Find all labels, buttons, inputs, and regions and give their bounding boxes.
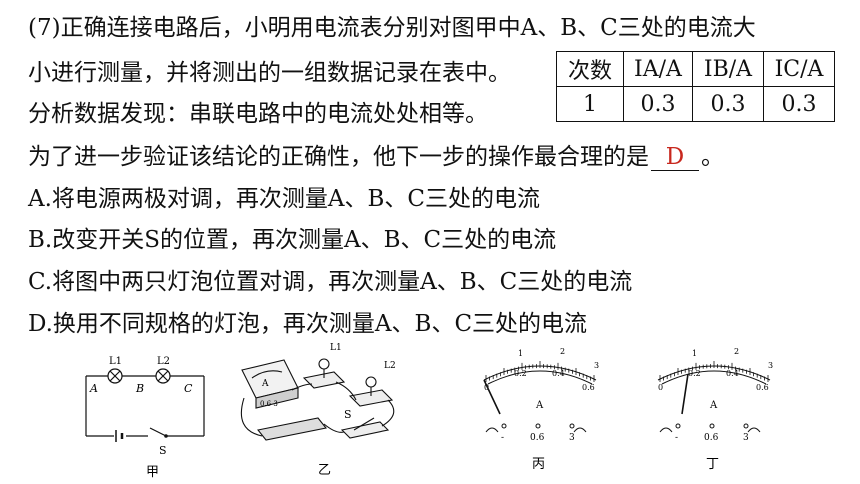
tick-top: 2 [560, 347, 565, 356]
question-line-2: 小进行测量，并将测出的一组数据记录在表中。 [28, 60, 511, 86]
tick-bottom: 0.4 [552, 369, 565, 378]
physical-circuit-yi: A 0.6 3 L1 L2 S 乙 [240, 343, 396, 478]
option-b: B.改变开关S的位置，再次测量A、B、C三处的电流 [28, 227, 557, 253]
table-cell: 0.3 [763, 86, 835, 122]
unit-a: A [709, 400, 718, 411]
label-a: A [89, 382, 98, 395]
tick-bottom: 0.2 [688, 369, 701, 378]
table-header: IC/A [763, 51, 835, 87]
tick-bottom: 0.2 [514, 369, 527, 378]
ammeter-dial-bing: 1 2 3 0 0.2 0.4 0.6 A - 0.6 3 丙 [483, 347, 599, 472]
table-cell: 1 [556, 86, 624, 122]
meter-scale: 0.6 3 [260, 400, 278, 408]
answer-blank: D [651, 144, 699, 171]
tick-top: 2 [734, 347, 739, 356]
tick-bottom: 0 [658, 383, 663, 392]
label-c: C [184, 382, 193, 395]
table-header-row: 次数 IA/A IB/A IC/A [556, 51, 835, 87]
table-row: 1 0.3 0.3 0.3 [556, 86, 835, 122]
data-table: 次数 IA/A IB/A IC/A 1 0.3 0.3 0.3 [556, 51, 835, 122]
circuit-diagram-jia: L1 L2 A B C S 甲 [85, 356, 205, 480]
needle [681, 373, 689, 415]
tick-bottom: 0.6 [582, 383, 595, 392]
caption-jia: 甲 [146, 465, 159, 480]
terminal-3: 3 [569, 433, 575, 443]
terminal-3: 3 [743, 433, 749, 443]
label-b: B [135, 382, 144, 395]
label-l1: L1 [109, 356, 122, 367]
option-d: D.换用不同规格的灯泡，再次测量A、B、C三处的电流 [28, 311, 588, 337]
ammeter-dial-ding: 1 2 3 0 0.2 0.4 0.6 A - 0.6 3 丁 [657, 347, 773, 472]
unit-a: A [535, 400, 544, 411]
option-a: A.将电源两极对调，再次测量A、B、C三处的电流 [28, 186, 541, 212]
tick-top: 3 [768, 361, 773, 370]
table-header: IB/A [692, 51, 764, 87]
table-cell: 0.3 [692, 86, 764, 122]
tick-top: 3 [594, 361, 599, 370]
tick-bottom: 0.4 [726, 369, 739, 378]
meter-unit: A [261, 379, 269, 389]
table-header: IA/A [623, 51, 693, 87]
needle [483, 379, 501, 415]
terminal-06: 0.6 [530, 433, 545, 443]
question-line-1: (7)正确连接电路后，小明用电流表分别对图甲中A、B、C三处的电流大 [28, 15, 756, 41]
option-c: C.将图中两只灯泡位置对调，再次测量A、B、C三处的电流 [28, 269, 633, 295]
label-l2: L2 [157, 356, 170, 367]
tick-top: 1 [692, 349, 697, 358]
caption-yi: 乙 [318, 463, 331, 478]
question-line-3: 分析数据发现：串联电路中的电流处处相等。 [28, 101, 488, 127]
tick-bottom: 0.6 [756, 383, 769, 392]
table-header: 次数 [556, 51, 624, 87]
question-prompt: 为了进一步验证该结论的正确性，他下一步的操作最合理的是 [28, 144, 649, 170]
terminal-neg: - [501, 433, 504, 443]
caption-ding: 丁 [706, 457, 719, 472]
table-cell: 0.3 [623, 86, 693, 122]
label-l2-yi: L2 [384, 361, 396, 371]
question-period: 。 [701, 144, 724, 170]
label-s-yi: S [344, 408, 352, 421]
terminal-06: 0.6 [704, 433, 719, 443]
tick-top: 1 [518, 349, 523, 358]
terminal-neg: - [675, 433, 678, 443]
label-s: S [159, 444, 167, 457]
label-l1-yi: L1 [330, 343, 342, 353]
tick-bottom: 0 [484, 383, 489, 392]
caption-bing: 丙 [532, 457, 545, 472]
